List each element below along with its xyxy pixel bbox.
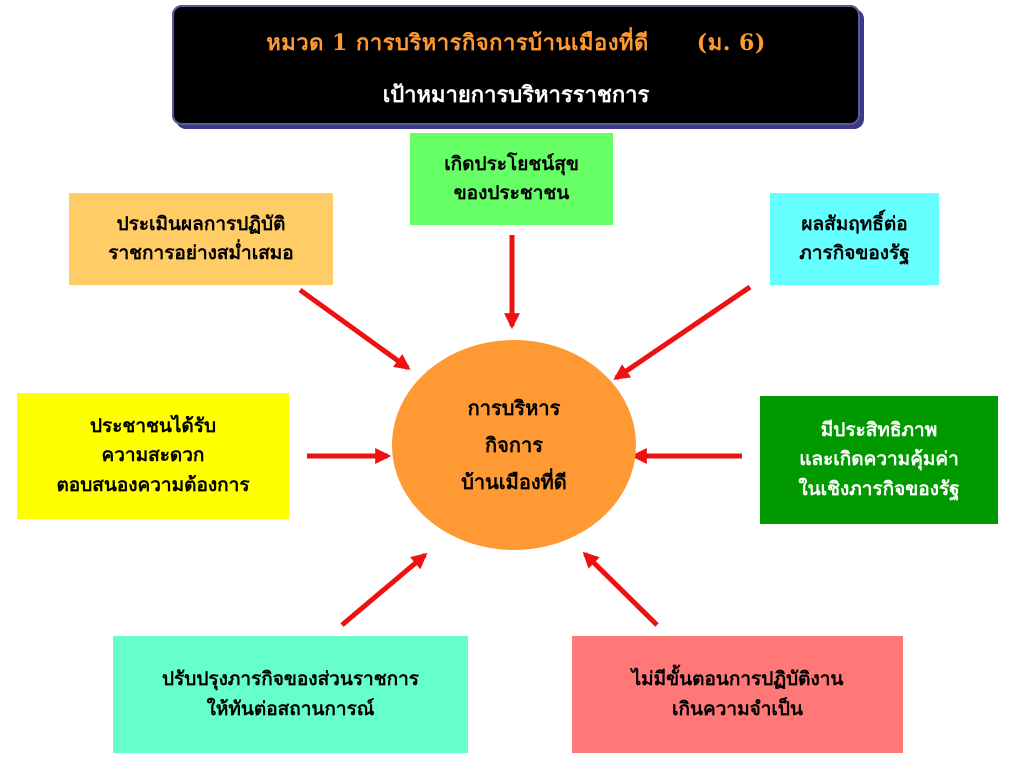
box-bottom-left-line-2: ให้ทันต่อสถานการณ์ [206, 697, 375, 720]
box-left-line-1: ประชาชนได้รับ [89, 414, 217, 437]
box-right: มีประสิทธิภาพ และเกิดความคุ้มค่า ในเชิงภ… [760, 396, 998, 524]
title-grade: (ม. 6) [696, 30, 766, 56]
center-line-3: บ้านเมืองที่ดี [461, 469, 567, 494]
box-top: เกิดประโยชน์สุข ของประชาชน [410, 133, 613, 225]
box-top-line-1: เกิดประโยชน์สุข [444, 152, 579, 175]
box-left: ประชาชนได้รับ ความสะดวก ตอบสนองความต้องก… [17, 393, 289, 519]
center-line-1: การบริหาร [467, 395, 561, 420]
box-bottom-right-line-1: ไม่มีขั้นตอนการปฏิบัติงาน [631, 668, 844, 691]
box-bottom-left: ปรับปรุงภารกิจของส่วนราชการ ให้ทันต่อสถา… [113, 636, 468, 753]
box-bottom-right-line-2: เกินความจำเป็น [672, 697, 803, 720]
title-banner: หมวด 1 การบริหารกิจการบ้านเมืองที่ดี (ม. … [172, 5, 860, 125]
arrow-from-bottom-right [582, 551, 659, 627]
box-top-right-line-1: ผลสัมฤทธิ์ต่อ [801, 212, 908, 235]
center-ellipse: การบริหาร กิจการ บ้านเมืองที่ดี [392, 340, 636, 550]
box-right-line-1: มีประสิทธิภาพ [820, 418, 938, 441]
box-top-left: ประเมินผลการปฏิบัติ ราชการอย่างสม่ำเสมอ [69, 193, 333, 285]
box-bottom-left-line-1: ปรับปรุงภารกิจของส่วนราชการ [162, 668, 419, 691]
box-left-line-3: ตอบสนองความต้องการ [56, 473, 250, 496]
box-left-line-2: ความสะดวก [101, 444, 205, 467]
title-line-1: หมวด 1 การบริหารกิจการบ้านเมืองที่ดี (ม. … [172, 25, 860, 60]
box-right-line-2: และเกิดความคุ้มค่า [799, 448, 959, 471]
box-top-line-2: ของประชาชน [453, 182, 570, 204]
arrow-from-top-left [298, 287, 411, 371]
box-bottom-right: ไม่มีขั้นตอนการปฏิบัติงาน เกินความจำเป็น [572, 636, 903, 753]
title-line-2: เป้าหมายการบริหารราชการ [382, 82, 650, 108]
title-main: หมวด 1 การบริหารกิจการบ้านเมืองที่ดี [266, 30, 649, 56]
box-top-left-line-1: ประเมินผลการปฏิบัติ [116, 212, 286, 235]
box-top-right-line-2: ภารกิจของรัฐ [799, 242, 910, 264]
box-top-right: ผลสัมฤทธิ์ต่อ ภารกิจของรัฐ [770, 193, 939, 285]
box-right-line-3: ในเชิงภารกิจของรัฐ [798, 477, 960, 500]
center-line-2: กิจการ [485, 432, 543, 457]
arrow-from-bottom-left [340, 552, 428, 627]
box-top-left-line-2: ราชการอย่างสม่ำเสมอ [108, 242, 294, 264]
arrow-from-top-right [613, 284, 752, 381]
